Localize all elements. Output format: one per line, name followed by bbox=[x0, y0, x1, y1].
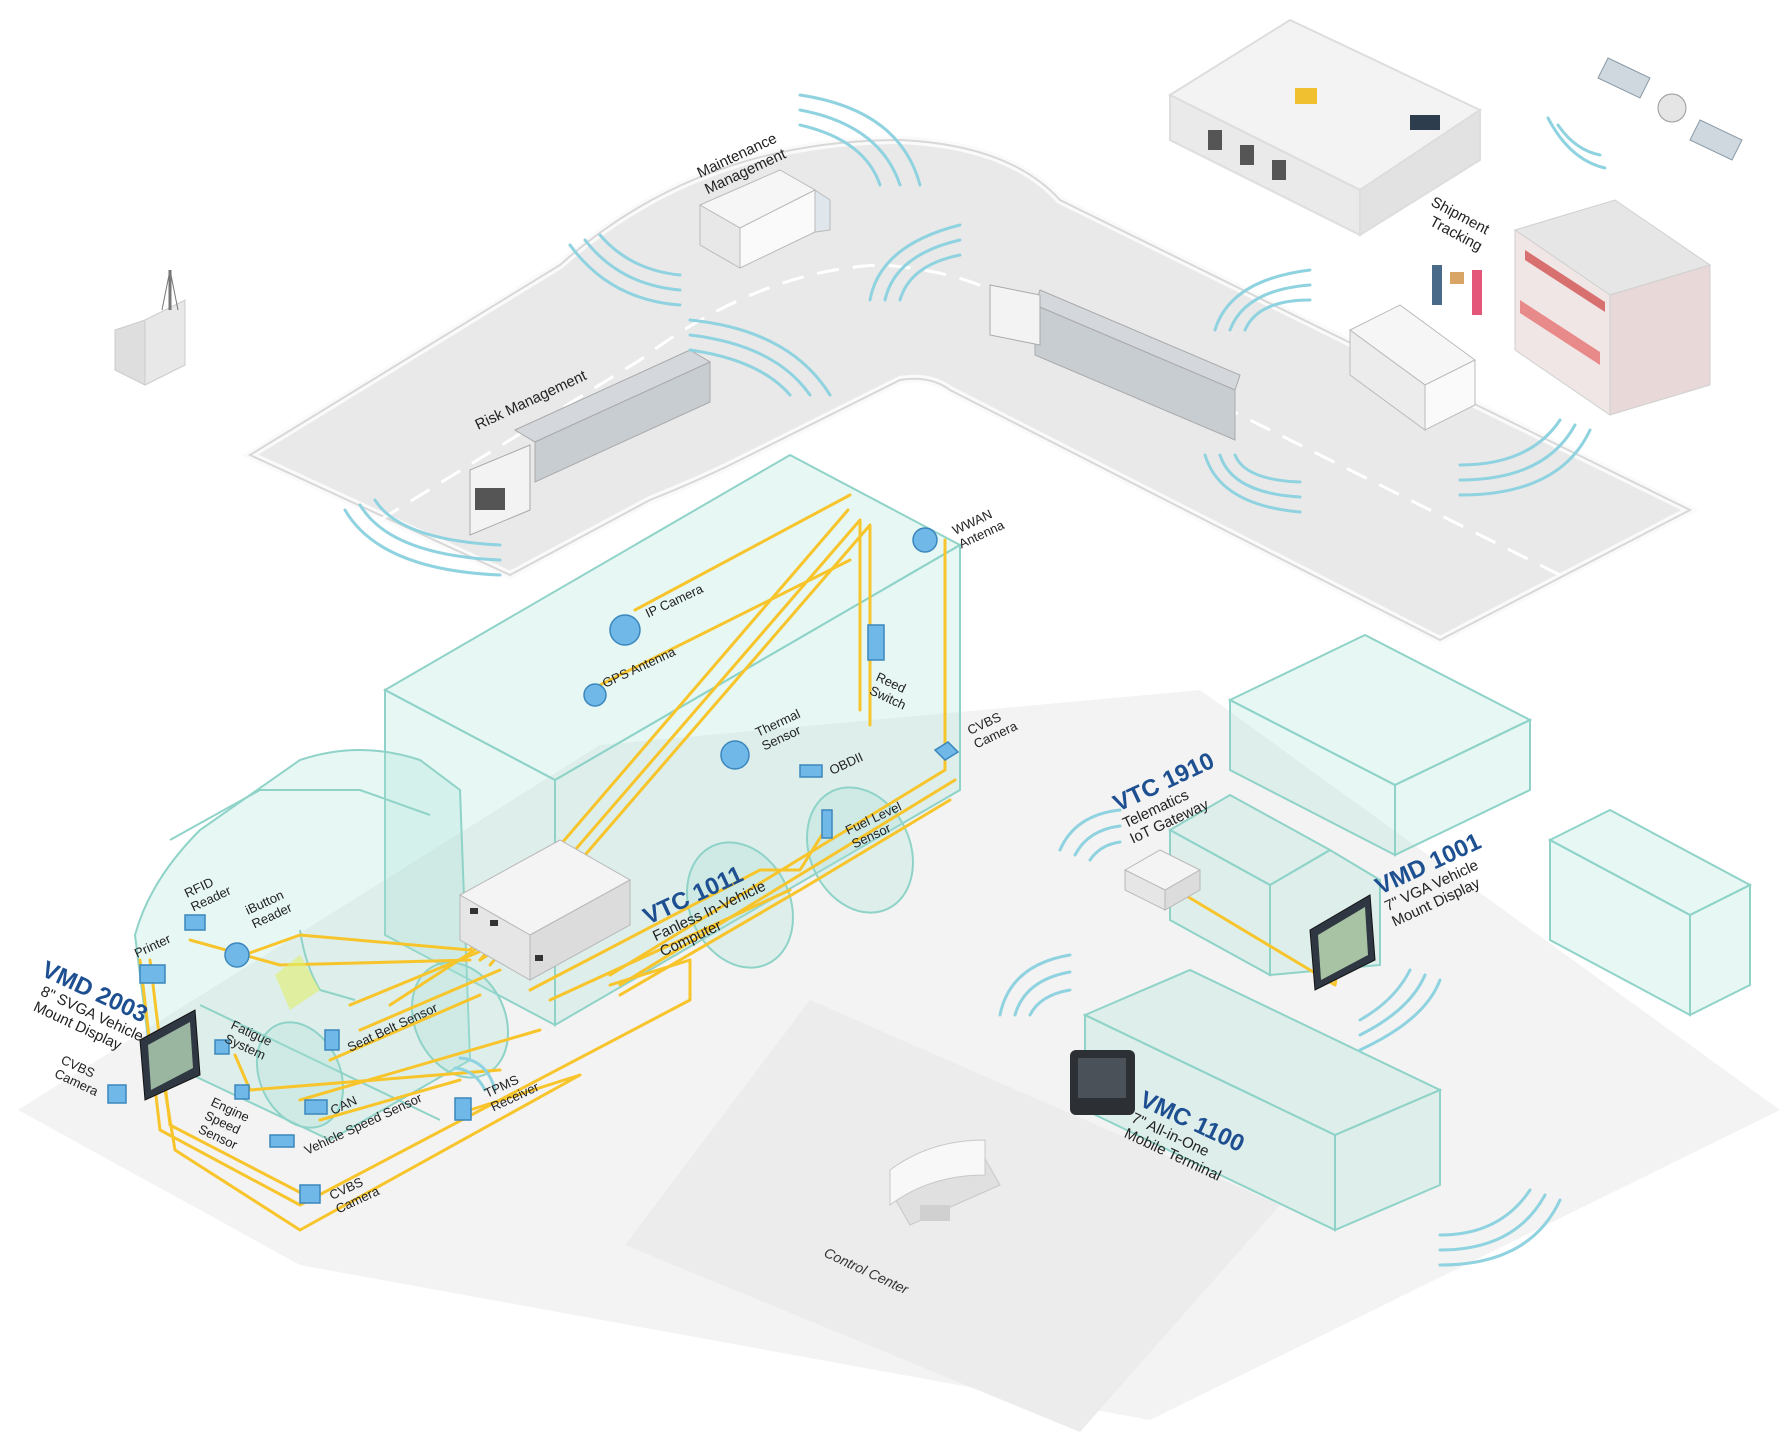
label-fatigue-system: Fatigue System bbox=[222, 1017, 274, 1063]
ghost-shops bbox=[1547, 808, 1753, 1017]
truck-maintenance bbox=[698, 169, 831, 269]
shops bbox=[1513, 199, 1712, 416]
truck-risk bbox=[469, 349, 712, 536]
satellite-icon bbox=[1597, 57, 1743, 161]
vmd2003-display bbox=[139, 1009, 201, 1101]
vtc1910-device bbox=[1123, 849, 1202, 911]
label-thermal-sensor: Thermal Sensor bbox=[753, 706, 804, 753]
lower-waves bbox=[453, 808, 1562, 1267]
label-shipment-tracking: Shipment Tracking bbox=[1427, 194, 1493, 255]
warehouse bbox=[1167, 18, 1483, 237]
vmc1100-terminal bbox=[1070, 1050, 1135, 1115]
ghost-truck-vmc1100 bbox=[1082, 968, 1443, 1232]
control-center-plane bbox=[625, 1000, 1280, 1432]
sensor-icons bbox=[107, 527, 960, 1204]
ghost-truck-vtc1910 bbox=[1167, 793, 1381, 977]
ghost-warehouse bbox=[1227, 633, 1533, 857]
delivery-people bbox=[1432, 265, 1482, 315]
vtc1011-device bbox=[458, 839, 632, 981]
label-wwan-antenna: WWAN Antenna bbox=[950, 506, 1007, 551]
truck-middle bbox=[989, 284, 1241, 441]
control-center-illustration bbox=[889, 1139, 1001, 1226]
label-rfid-reader: RFID Reader bbox=[182, 874, 234, 914]
truck-shipment bbox=[1349, 304, 1476, 431]
cell-tower-icon bbox=[113, 269, 187, 386]
road-waves bbox=[343, 93, 1592, 577]
vmd1001-display bbox=[1309, 894, 1376, 991]
label-engine-speed-sensor: Engine Speed Sensor bbox=[196, 1094, 252, 1152]
